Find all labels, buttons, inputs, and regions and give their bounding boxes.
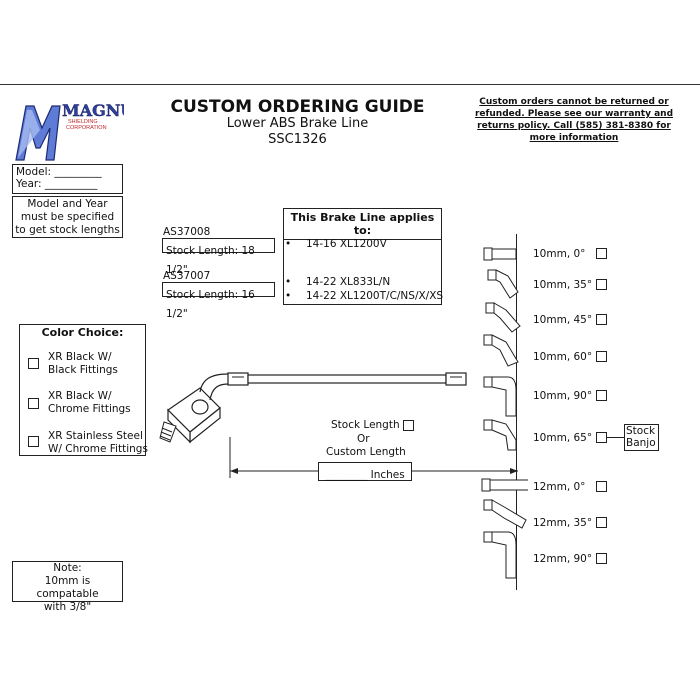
fitting-checkbox-3[interactable] [596,314,607,325]
color-checkbox-2[interactable] [28,398,39,409]
applies-bullet-1: • [285,238,292,250]
fitting-checkbox-8[interactable] [596,517,607,528]
fitting-10mm-65-icon [483,419,517,451]
fitting-label-8: 12mm, 35° [533,517,593,529]
applies-bullet-3: • [285,290,292,302]
stock-banjo-label: Stock Banjo [624,424,659,451]
fitting-10mm-35-icon [487,269,519,299]
note-line1: 10mm is compatable [36,575,99,600]
fitting-10mm-45-icon [485,302,521,333]
note-line2: with 3/8" [43,601,92,613]
fitting-checkbox-7[interactable] [596,481,607,492]
fitting-label-3: 10mm, 45° [533,314,593,326]
applies-bullet-2: • [285,276,292,288]
fitting-10mm-60-icon [483,334,519,367]
stock-length-label: Stock Length [331,419,400,431]
color-option-2-l2: Chrome Fittings [48,403,131,415]
fitting-10mm-0-icon [483,247,517,261]
color-choice-box: Color Choice: [19,324,146,456]
custom-length-input[interactable]: ________ Inches [318,462,412,481]
custom-length-label: Custom Length [326,446,406,458]
applies-item-3: 14-22 XL1200T/C/NS/X/XS [306,290,444,302]
applies-box: This Brake Line applies to: [283,208,442,305]
part-as37007: AS37007 [163,270,211,282]
year-field[interactable]: Year: __________ [16,178,98,190]
color-option-3-l2: W/ Chrome Fittings [48,443,148,455]
fitting-12mm-35-icon [483,499,527,529]
fitting-icons [481,247,528,579]
page-subtitle: Lower ABS Brake Line [226,116,369,131]
fitting-12mm-0-icon [481,478,528,492]
fitting-12mm-90-icon [483,531,517,579]
model-year-box: Model: _________ Year: __________ [12,164,123,194]
fitting-label-7: 12mm, 0° [533,481,586,493]
fitting-label-2: 10mm, 35° [533,279,593,291]
fitting-checkbox-1[interactable] [596,248,607,259]
fitting-checkbox-6[interactable] [596,432,607,443]
part-as37008: AS37008 [163,226,211,238]
fitting-10mm-90-icon [483,376,517,417]
color-option-3-l1: XR Stainless Steel [48,430,143,442]
or-label: Or [357,433,370,445]
logo-line1: SHIELDING [68,119,98,125]
fitting-label-4: 10mm, 60° [533,351,593,363]
applies-item-2: 14-22 XL833L/N [306,276,391,288]
logo-line2: CORPORATION [66,125,107,131]
color-option-1-l2: Black Fittings [48,364,118,376]
page-title: CUSTOM ORDERING GUIDE [170,97,425,117]
returns-warning: Custom orders cannot be returned or refu… [474,97,674,143]
part-number: SSC1326 [268,132,327,147]
applies-title: This Brake Line applies to: [284,211,441,240]
color-checkbox-1[interactable] [28,358,39,369]
model-year-note: Model and Year must be specified to get … [12,196,123,238]
color-checkbox-3[interactable] [28,436,39,447]
brake-line-drawing [159,372,518,478]
fitting-label-9: 12mm, 90° [533,553,593,565]
logo-wordmark: MAGNUM [62,101,124,120]
stock-length-as37008: Stock Length: 18 1/2" [162,238,275,276]
note-box: Note: 10mm is compatable with 3/8" [12,561,123,613]
model-field[interactable]: Model: _________ [16,166,102,178]
banjo-fitting-drawing [159,373,229,444]
fitting-label-6: 10mm, 65° [533,432,593,444]
stock-length-as37007: Stock Length: 16 1/2" [162,282,275,320]
magnum-logo: MAGNUM SHIELDING CORPORATION [12,98,152,162]
color-option-1-l1: XR Black W/ [48,351,112,363]
fitting-label-5: 10mm, 90° [533,390,593,402]
fitting-checkbox-5[interactable] [596,390,607,401]
fitting-checkbox-9[interactable] [596,553,607,564]
stock-length-checkbox[interactable] [403,420,414,431]
color-option-2-l1: XR Black W/ [48,390,112,402]
top-divider [0,84,700,85]
fitting-checkbox-4[interactable] [596,351,607,362]
applies-item-1: 14-16 XL1200V [306,238,387,250]
stock-banjo-connector [607,437,624,438]
fitting-checkbox-2[interactable] [596,279,607,290]
note-title: Note: [53,562,82,574]
fitting-label-1: 10mm, 0° [533,248,586,260]
color-choice-title: Color Choice: [41,326,124,339]
